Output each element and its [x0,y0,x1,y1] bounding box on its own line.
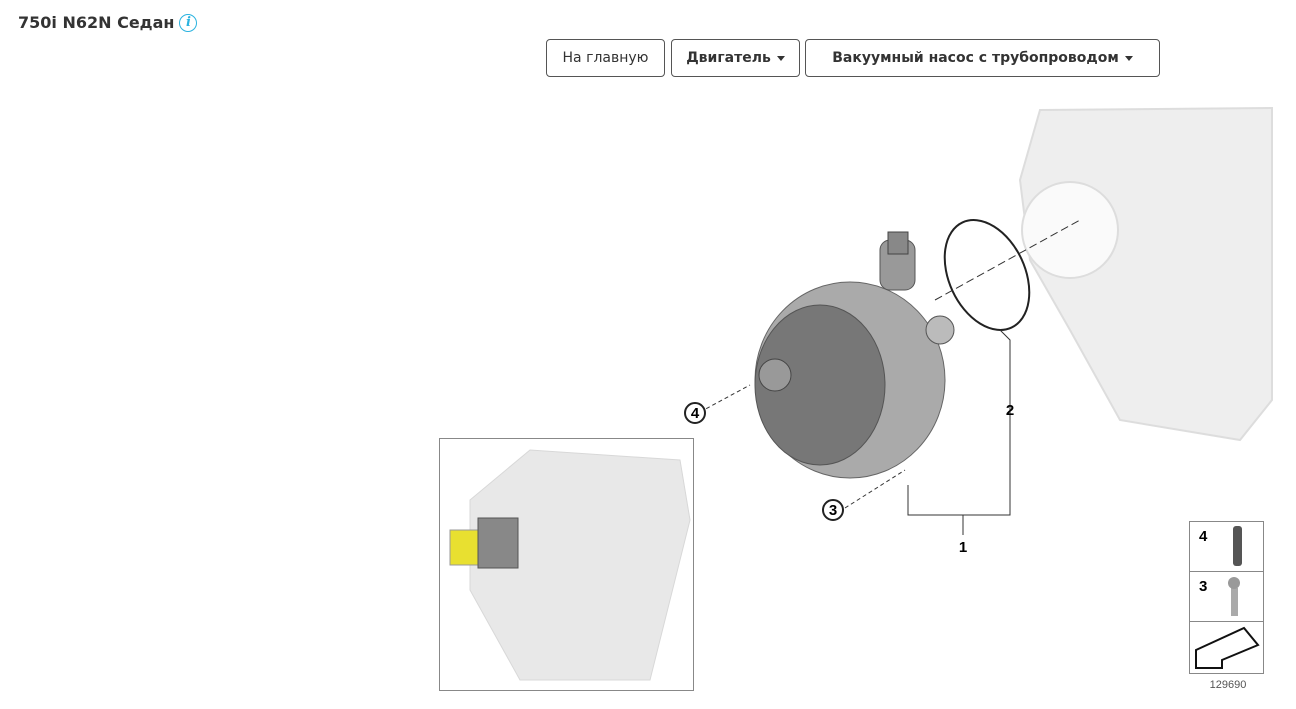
svg-text:3: 3 [829,502,837,519]
parts-legend [1189,521,1264,674]
caret-down-icon [776,55,785,61]
vacuum-pump [754,231,955,479]
caret-down-icon [1124,55,1133,61]
engine-housing-ghost [1018,106,1273,442]
category-label: Двигатель [686,50,771,66]
o-ring [943,219,1031,331]
callout-2[interactable]: 2 [1006,402,1014,419]
home-button[interactable]: На главную [546,39,665,77]
legend-item-4: 4 [1199,528,1208,545]
svg-text:4: 4 [691,405,700,422]
image-number: 129690 [1210,679,1247,691]
overview-inset [439,438,694,691]
callout-3[interactable]: 3 [822,499,844,521]
legend-item-3: 3 [1199,578,1207,595]
callout-1[interactable]: 1 [959,539,967,556]
info-icon[interactable]: i [179,13,198,32]
title-text: 750i N62N Седан [18,13,175,32]
subcategory-label: Вакуумный насос с трубопроводом [832,50,1119,66]
category-dropdown[interactable]: Двигатель [671,39,800,77]
callout-4[interactable]: 4 [684,402,706,424]
subcategory-dropdown[interactable]: Вакуумный насос с трубопроводом [805,39,1160,77]
